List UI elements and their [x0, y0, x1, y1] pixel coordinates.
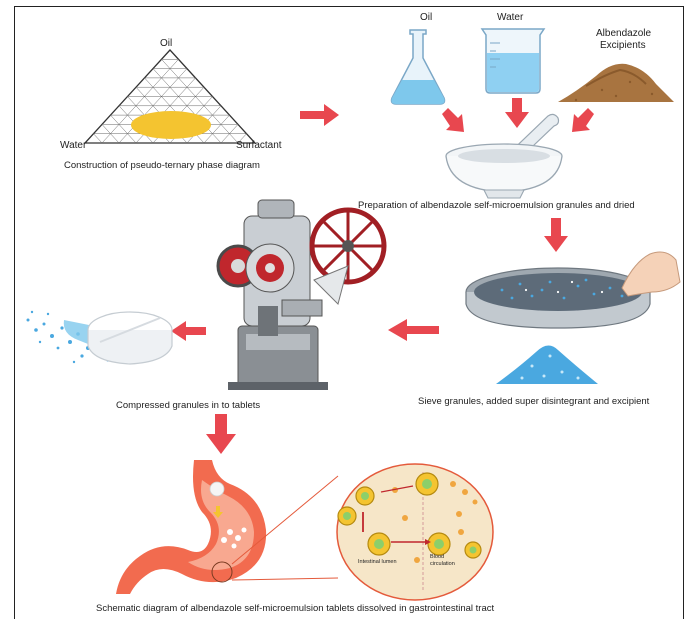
surfactant-vertex-label: Surfactant [236, 140, 282, 151]
water-vertex-label: Water [60, 140, 86, 151]
water-beaker-icon [478, 27, 548, 95]
intestinal-lumen-label: Intestinal lumen [358, 559, 397, 565]
arrow-down-to-sieve [544, 218, 568, 252]
mortar-and-pestle-icon [440, 112, 570, 202]
sieve-caption: Sieve granules, added super disintegrant… [418, 396, 649, 407]
ternary-phase-diagram [80, 48, 260, 148]
albendazole-label-line1: Albendazole [596, 28, 651, 39]
phase-diagram-caption: Construction of pseudo-ternary phase dia… [64, 160, 260, 171]
arrow-powder-to-mortar [570, 108, 596, 134]
intestinal-inset-diagram [335, 462, 495, 602]
arrow-down-to-stomach [206, 414, 236, 454]
micelle-2 [338, 507, 356, 525]
oil-label: Oil [420, 12, 432, 23]
zoom-lines [220, 470, 340, 580]
compress-caption: Compressed granules in to tablets [116, 400, 260, 411]
oil-flask-icon [388, 28, 448, 106]
schematic-caption: Schematic diagram of albendazole self-mi… [96, 603, 494, 614]
microemulsion-region [131, 111, 211, 139]
blue-granule-pile-icon [492, 336, 602, 388]
oil-vertex-label: Oil [160, 38, 172, 49]
micelle-3 [368, 533, 390, 555]
water-label: Water [497, 12, 523, 23]
micelle-1 [356, 487, 374, 505]
arrow-right-1 [300, 103, 340, 127]
arrow-left-to-tablet [170, 320, 206, 342]
micelle-4 [416, 473, 438, 495]
micelle-6 [465, 542, 481, 558]
blood-label-line2: circulation [430, 561, 455, 567]
tablet-press-machine-icon [198, 196, 398, 396]
sieve-with-hand-icon [462, 252, 682, 332]
albendazole-label-line2: Excipients [600, 40, 646, 51]
blood-label-line1: Blood [430, 554, 444, 560]
micelle-5 [428, 533, 450, 555]
crushed-tablet-icon [18, 290, 174, 386]
preparation-caption: Preparation of albendazole self-microemu… [358, 200, 635, 211]
albendazole-powder-pile-icon [556, 56, 676, 106]
